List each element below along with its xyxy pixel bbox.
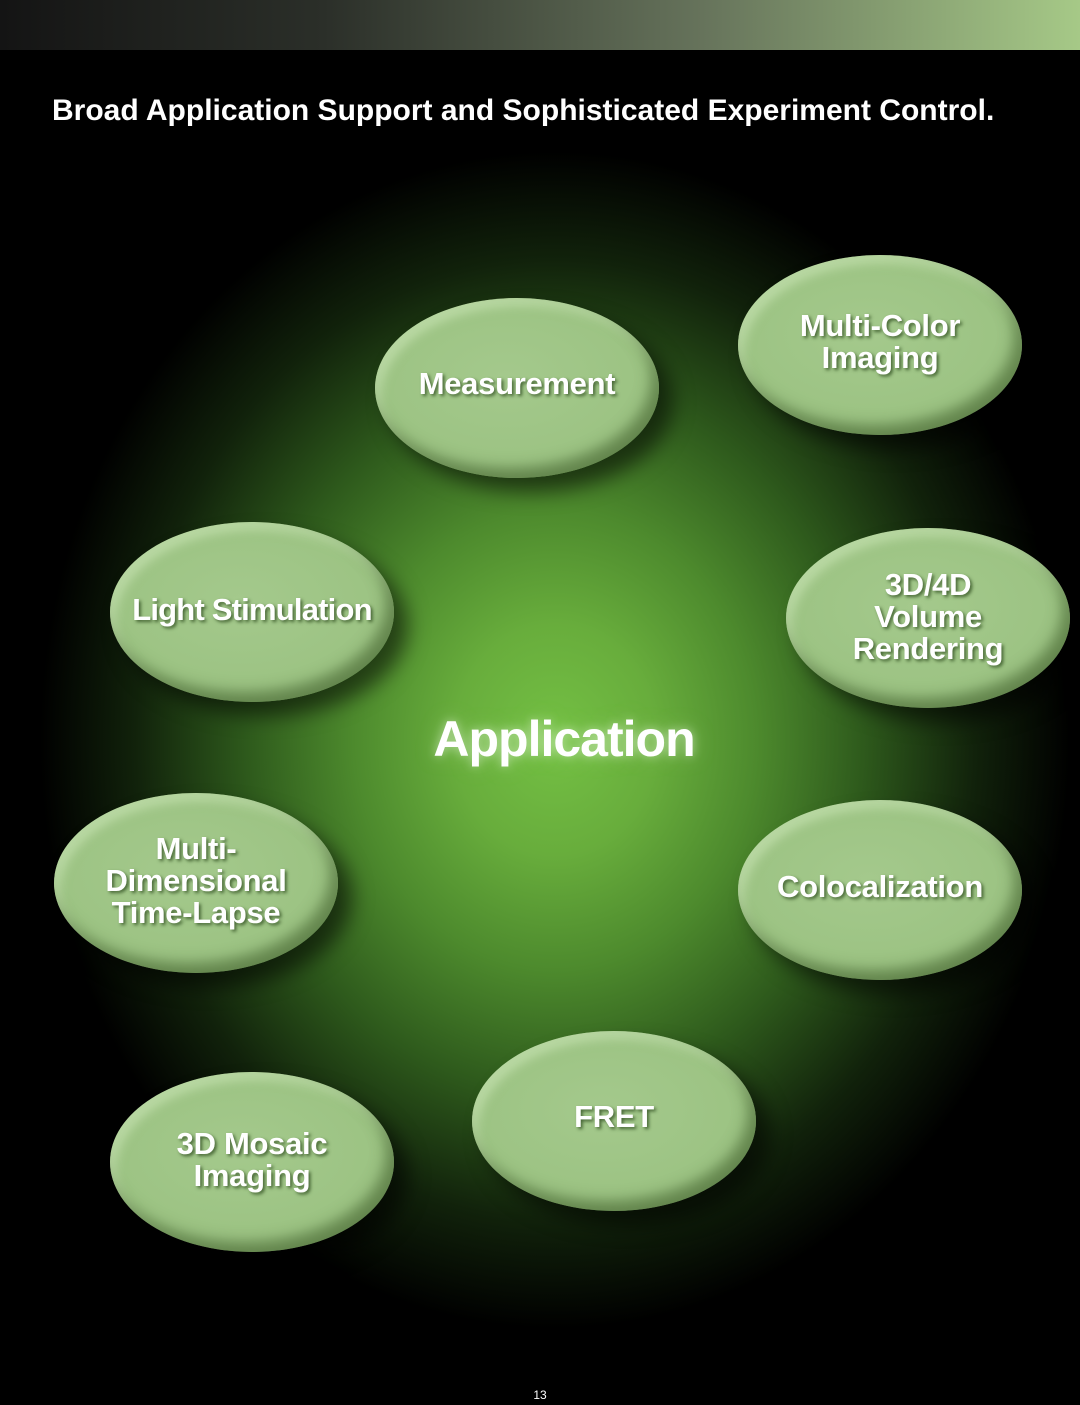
node-multi-color-imaging: Multi-Color Imaging: [738, 255, 1022, 435]
header-gradient-band: [0, 0, 1080, 50]
node-measurement: Measurement: [375, 298, 659, 478]
node-label: Multi-Color Imaging: [799, 308, 961, 375]
node-label: Multi- Dimensional Time-Lapse: [105, 831, 287, 930]
node-colocalization: Colocalization: [738, 800, 1022, 980]
node-label: FRET: [574, 1099, 654, 1134]
node-label: Colocalization: [777, 869, 983, 904]
center-label: Application: [433, 711, 695, 767]
node-3d-4d-volume-rendering: 3D/4D Volume Rendering: [786, 528, 1070, 708]
node-label: Measurement: [418, 366, 616, 401]
node-label: 3D Mosaic Imaging: [176, 1126, 328, 1193]
node-light-stimulation: Light Stimulation: [110, 522, 394, 702]
page-number: 13: [533, 1388, 547, 1402]
node-label: Light Stimulation: [132, 592, 372, 627]
node-multi-dimensional-time-lapse: Multi- Dimensional Time-Lapse: [54, 793, 338, 973]
page-title: Broad Application Support and Sophistica…: [52, 94, 995, 127]
node-fret: FRET: [472, 1031, 756, 1211]
node-label: 3D/4D Volume Rendering: [852, 567, 1004, 666]
node-3d-mosaic-imaging: 3D Mosaic Imaging: [110, 1072, 394, 1252]
